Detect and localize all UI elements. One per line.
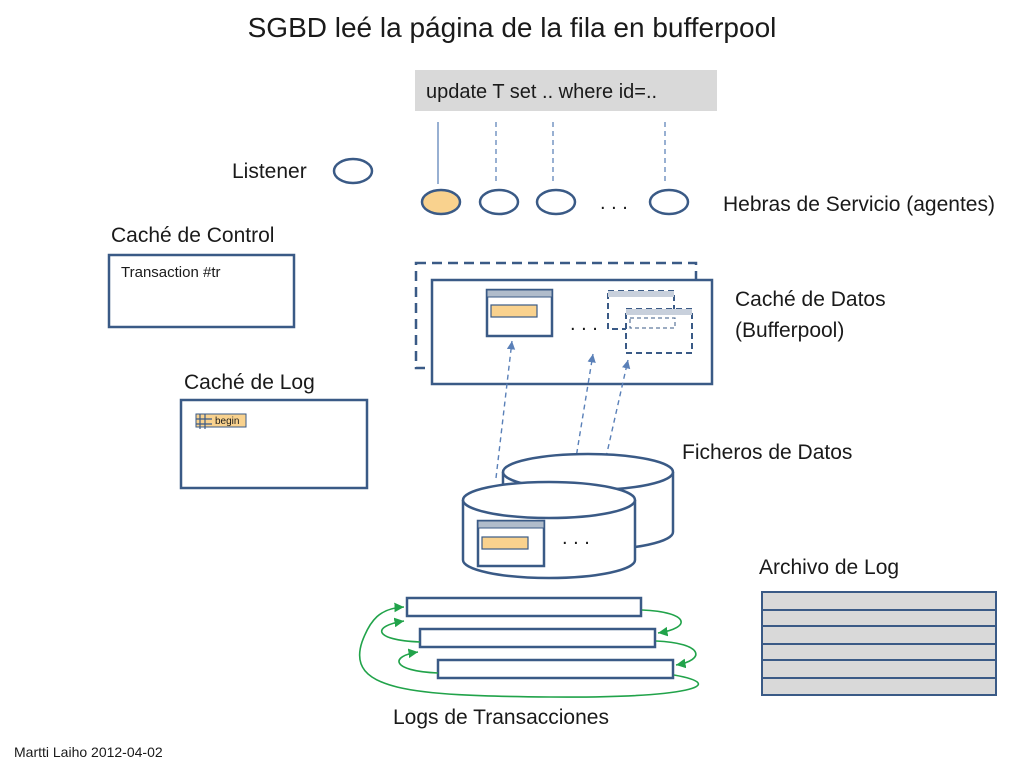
transaction-logs-label: Logs de Transacciones xyxy=(393,706,609,729)
log-begin-text: begin xyxy=(215,416,239,427)
log-archive-stack xyxy=(761,591,997,696)
listener-label: Listener xyxy=(232,160,307,183)
thread-node xyxy=(535,188,577,216)
service-threads: . . . xyxy=(420,188,690,216)
diagram-title: SGBD leé la página de la fila en bufferp… xyxy=(248,12,777,43)
control-cache-box xyxy=(107,253,296,329)
log-begin-record: begin xyxy=(195,413,247,429)
loaded-page xyxy=(485,288,554,338)
sql-thread-connectors xyxy=(437,122,666,184)
free-page-slots xyxy=(607,290,693,354)
transaction-label: Transaction #tr xyxy=(121,264,221,281)
archive-file xyxy=(761,609,997,627)
log-cycle-arrows xyxy=(358,602,700,698)
thread-node xyxy=(478,188,520,216)
archive-file xyxy=(761,643,997,661)
archive-file xyxy=(761,625,997,645)
service-threads-label: Hebras de Servicio (agentes) xyxy=(723,193,995,216)
data-files: . . . xyxy=(461,452,675,580)
archive-file xyxy=(761,677,997,696)
log-archive-label: Archivo de Log xyxy=(759,556,899,579)
datafiles-ellipsis: . . . xyxy=(562,527,590,549)
control-cache-label: Caché de Control xyxy=(111,224,274,247)
thread-node xyxy=(648,188,690,216)
log-file xyxy=(436,658,675,680)
log-file xyxy=(405,596,643,618)
sql-statement-text: update T set .. where id=.. xyxy=(426,81,657,103)
data-cache-label: Caché de Datos xyxy=(735,288,886,311)
log-cache-box xyxy=(179,398,369,490)
bufferpool-label: (Bufferpool) xyxy=(735,319,844,342)
read-arrow-loaded xyxy=(495,340,516,479)
listener-node xyxy=(332,157,374,185)
log-cache-label: Caché de Log xyxy=(184,371,315,394)
data-cache: . . . xyxy=(414,261,714,386)
active-thread-node xyxy=(420,188,462,216)
sql-statement-box: update T set .. where id=.. xyxy=(415,70,717,111)
archive-file xyxy=(761,659,997,679)
bufferpool-ellipsis: . . . xyxy=(570,313,598,335)
data-files-label: Ficheros de Datos xyxy=(682,441,852,464)
log-file xyxy=(418,627,657,649)
disk-page xyxy=(476,519,546,568)
footer-credit: Martti Laiho 2012-04-02 xyxy=(14,744,163,760)
threads-ellipsis: . . . xyxy=(600,192,628,214)
archive-file xyxy=(761,591,997,611)
transaction-logs xyxy=(358,596,700,698)
